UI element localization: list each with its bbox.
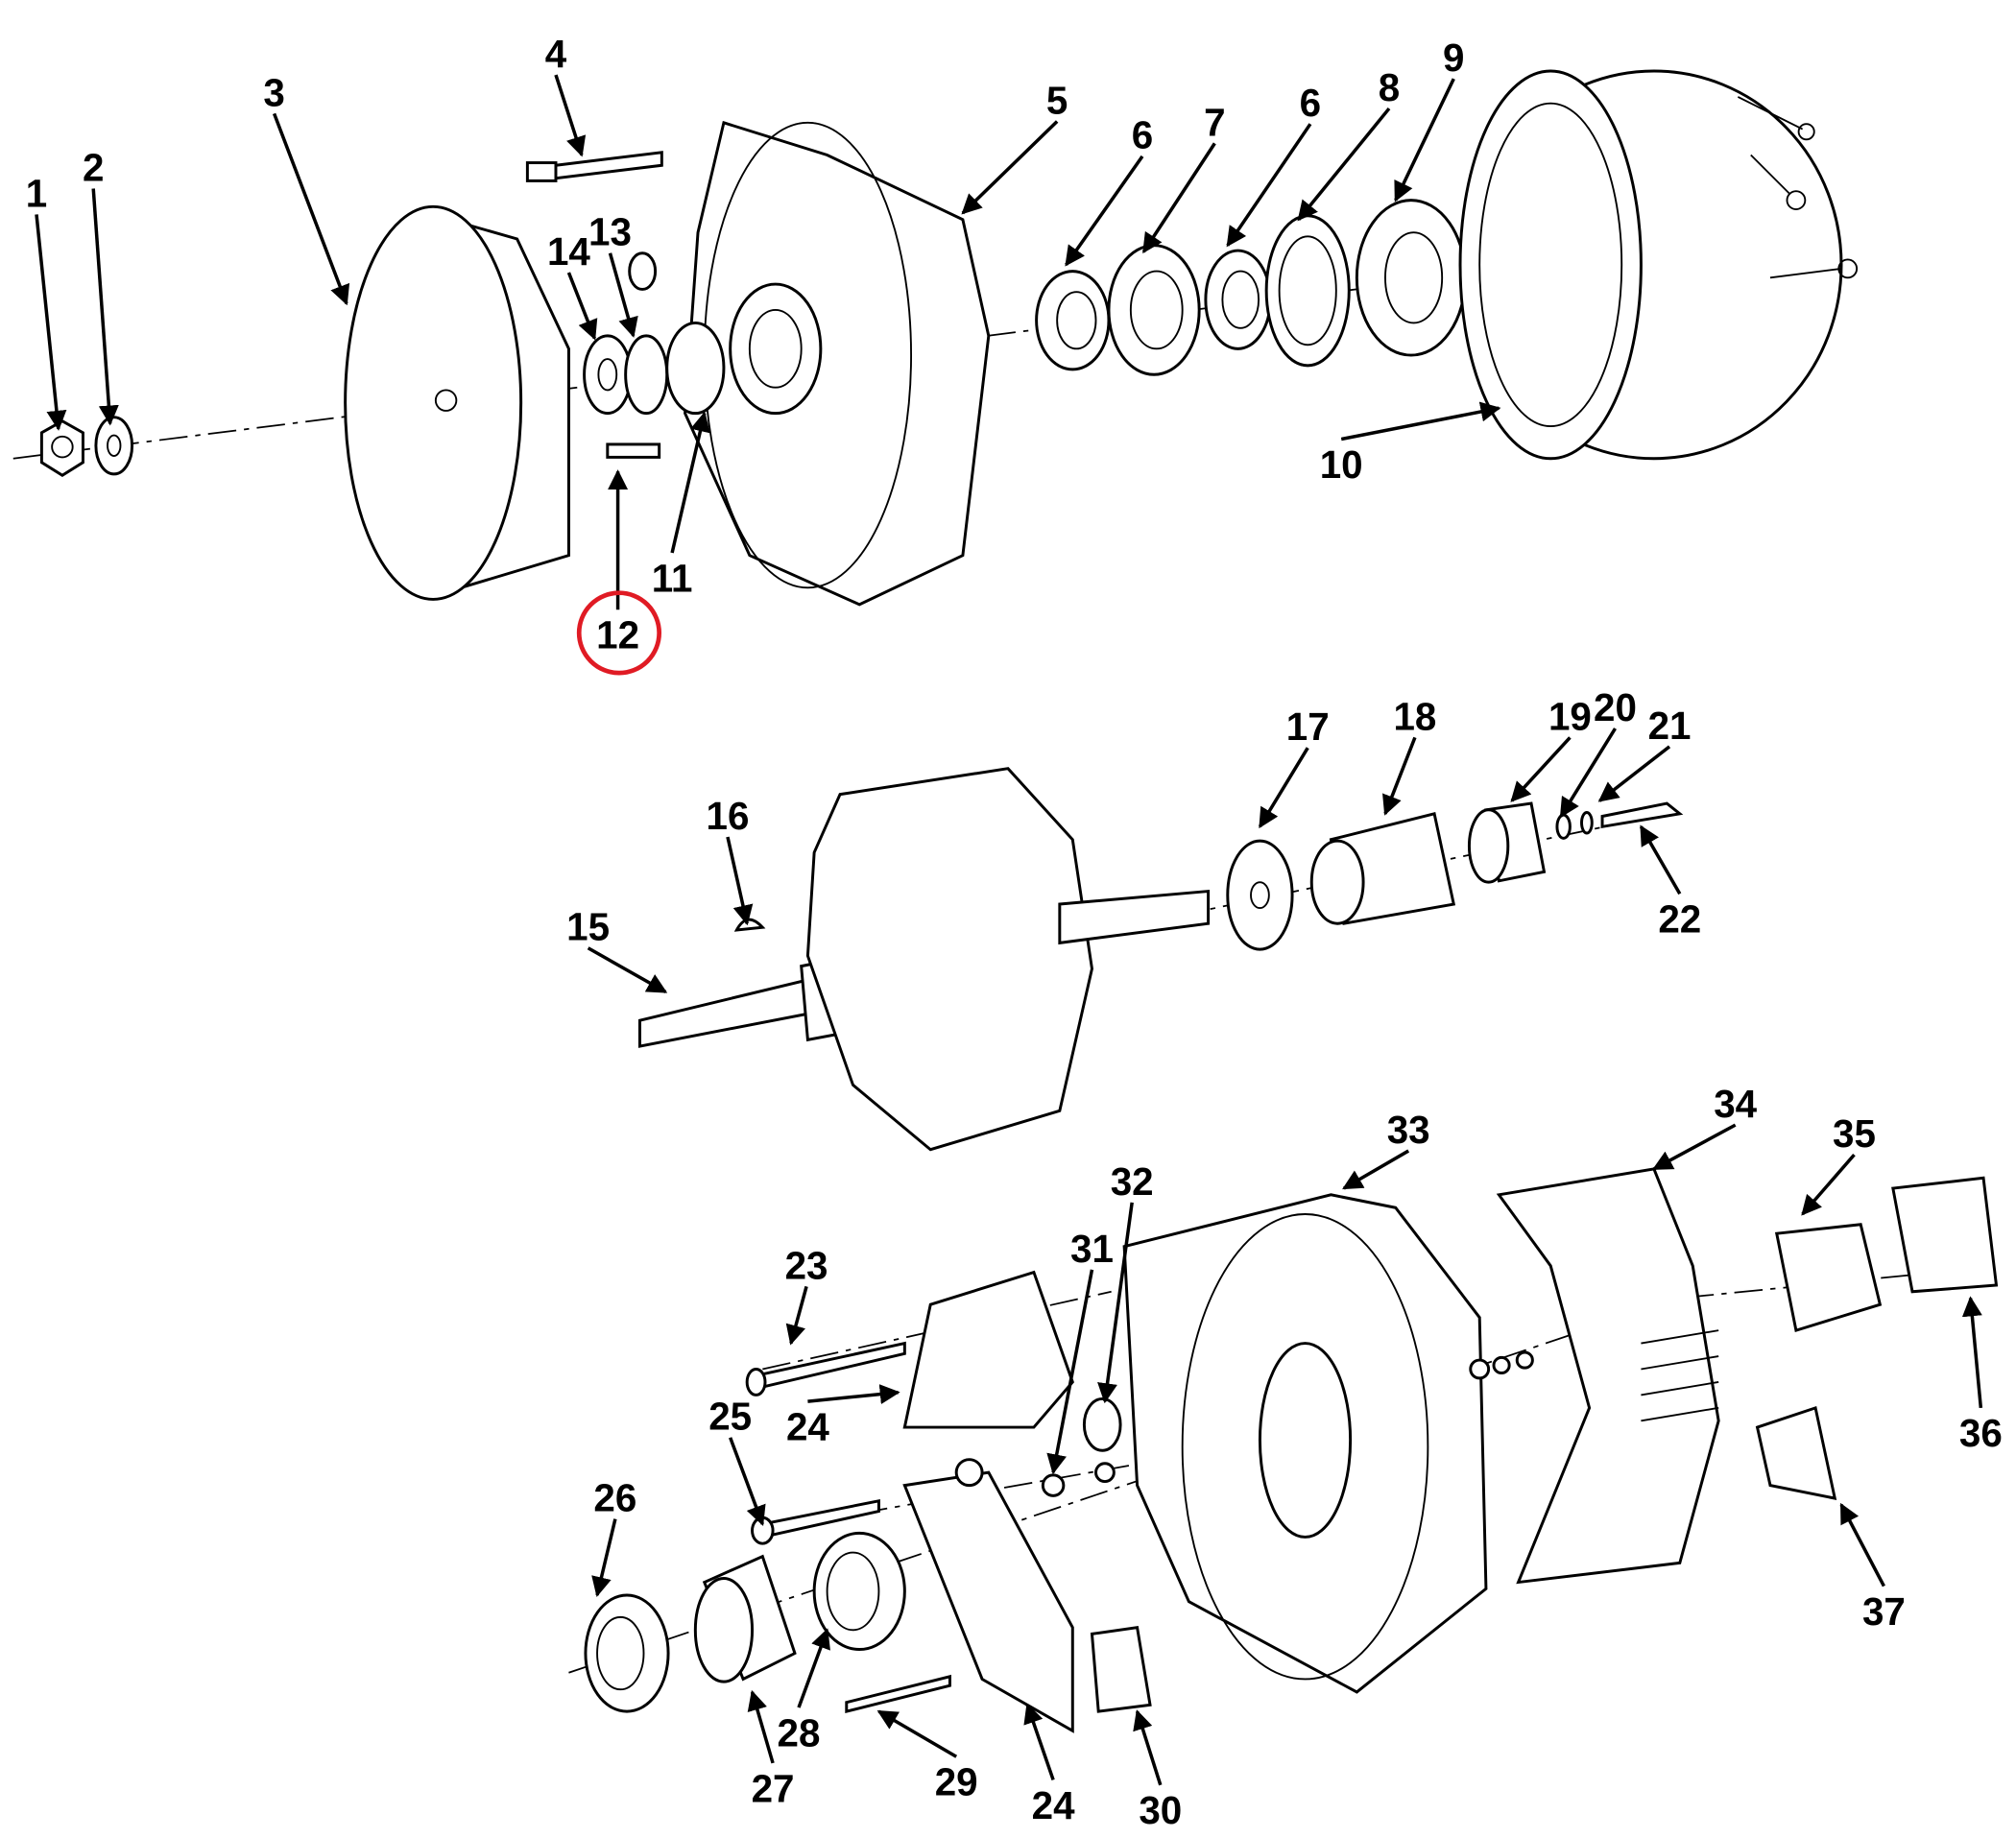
- leader-arrow: [1382, 736, 1417, 816]
- callout-number-17: 17: [1286, 704, 1330, 749]
- callout-number-29: 29: [935, 1760, 978, 1804]
- bolt-part: [525, 151, 663, 182]
- callout-number-21: 21: [1648, 704, 1692, 748]
- callout-number-31: 31: [1070, 1227, 1114, 1271]
- callout-number-8: 8: [1379, 65, 1400, 109]
- small-bearing-parts: [583, 321, 726, 459]
- leader-arrow: [1340, 401, 1501, 442]
- callout-number-25: 25: [708, 1395, 752, 1439]
- leader-arrow: [608, 252, 638, 338]
- callout-number-37: 37: [1862, 1589, 1906, 1634]
- callout-number-9: 9: [1443, 36, 1464, 80]
- end-frame-part: [1496, 1167, 1720, 1585]
- leader-arrow: [1510, 736, 1572, 802]
- leader-arrow: [797, 1628, 830, 1708]
- callout-number-22: 22: [1658, 897, 1701, 942]
- leader-arrow: [807, 1384, 900, 1405]
- nut-part: [39, 419, 84, 477]
- callout-number-1: 1: [26, 171, 47, 215]
- rotor-part: [637, 767, 1211, 1152]
- callout-number-19: 19: [1548, 694, 1592, 738]
- callout-number-12: 12: [596, 613, 639, 657]
- leader-arrow: [1065, 155, 1144, 267]
- callout-number-6: 6: [1300, 81, 1321, 125]
- callout-number-4: 4: [545, 32, 567, 76]
- callout-number-32: 32: [1111, 1159, 1154, 1204]
- leader-arrow: [91, 188, 119, 426]
- callout-number-30: 30: [1139, 1788, 1182, 1832]
- callout-number-14: 14: [547, 229, 590, 274]
- highlight-circle: [576, 590, 662, 676]
- callout-number-23: 23: [785, 1243, 828, 1287]
- rear-bearing-parts: [1035, 199, 1467, 376]
- callout-number-5: 5: [1046, 78, 1068, 122]
- callout-number-16: 16: [707, 794, 750, 838]
- leader-arrow: [785, 1285, 808, 1346]
- leader-arrow: [1652, 1123, 1737, 1171]
- callout-number-6: 6: [1132, 113, 1153, 157]
- callout-number-13: 13: [588, 210, 632, 254]
- callout-number-24: 24: [786, 1405, 829, 1449]
- leader-arrow: [272, 112, 350, 306]
- callout-number-20: 20: [1594, 685, 1637, 729]
- leader-arrow: [961, 120, 1059, 215]
- leader-arrow: [1639, 824, 1682, 895]
- leader-arrow: [876, 1709, 958, 1758]
- leader-arrow: [1141, 142, 1216, 254]
- callout-number-33: 33: [1387, 1108, 1430, 1152]
- callout-number-35: 35: [1833, 1111, 1876, 1156]
- callout-number-10: 10: [1320, 442, 1363, 487]
- leader-arrow: [554, 74, 587, 157]
- leader-arrow: [1801, 1153, 1856, 1216]
- regulator-parts: [1469, 1176, 1999, 1500]
- leader-arrow: [729, 1437, 766, 1526]
- callout-number-7: 7: [1204, 100, 1225, 144]
- rear-housing-part: [1122, 1193, 1488, 1694]
- stator-part: [1458, 69, 1859, 461]
- leader-arrow: [1394, 78, 1455, 203]
- callout-number-11: 11: [652, 556, 693, 600]
- callout-number-24: 24: [1032, 1783, 1075, 1827]
- callout-number-27: 27: [752, 1766, 795, 1810]
- leader-arrow: [1258, 747, 1309, 829]
- leader-arrow: [1839, 1502, 1885, 1587]
- leader-arrow: [726, 836, 754, 926]
- callout-number-2: 2: [83, 145, 104, 189]
- leader-arrow: [1097, 1202, 1134, 1404]
- leader-arrow: [35, 214, 67, 431]
- leader-arrow: [1133, 1709, 1163, 1786]
- slip-ring-parts: [1226, 801, 1684, 951]
- screws-parts: [745, 1341, 951, 1714]
- leader-arrow: [1023, 1703, 1055, 1781]
- leader-arrow: [587, 946, 668, 994]
- callout-number-3: 3: [263, 70, 284, 114]
- leader-arrow: [566, 272, 598, 341]
- leader-arrow: [1297, 107, 1391, 222]
- callout-number-28: 28: [778, 1710, 821, 1754]
- callout-number-36: 36: [1959, 1411, 2003, 1455]
- fan-part: [344, 204, 570, 601]
- leader-arrow: [1559, 728, 1617, 819]
- callout-number-18: 18: [1393, 694, 1436, 738]
- leader-arrow: [747, 1689, 775, 1764]
- leader-arrow: [1046, 1269, 1094, 1475]
- leader-arrow: [1342, 1149, 1410, 1190]
- bushing-parts: [584, 1531, 906, 1713]
- leader-arrow: [1226, 123, 1312, 248]
- callout-number-15: 15: [566, 905, 610, 949]
- rectifier-parts: [902, 1270, 1152, 1733]
- callout-number-26: 26: [593, 1476, 636, 1520]
- leader-arrow: [670, 411, 710, 554]
- leader-arrow: [1961, 1296, 1983, 1409]
- washer-part: [94, 416, 134, 476]
- leader-arrow: [1597, 745, 1671, 802]
- callout-number-34: 34: [1714, 1082, 1757, 1126]
- leader-arrow: [591, 1518, 617, 1598]
